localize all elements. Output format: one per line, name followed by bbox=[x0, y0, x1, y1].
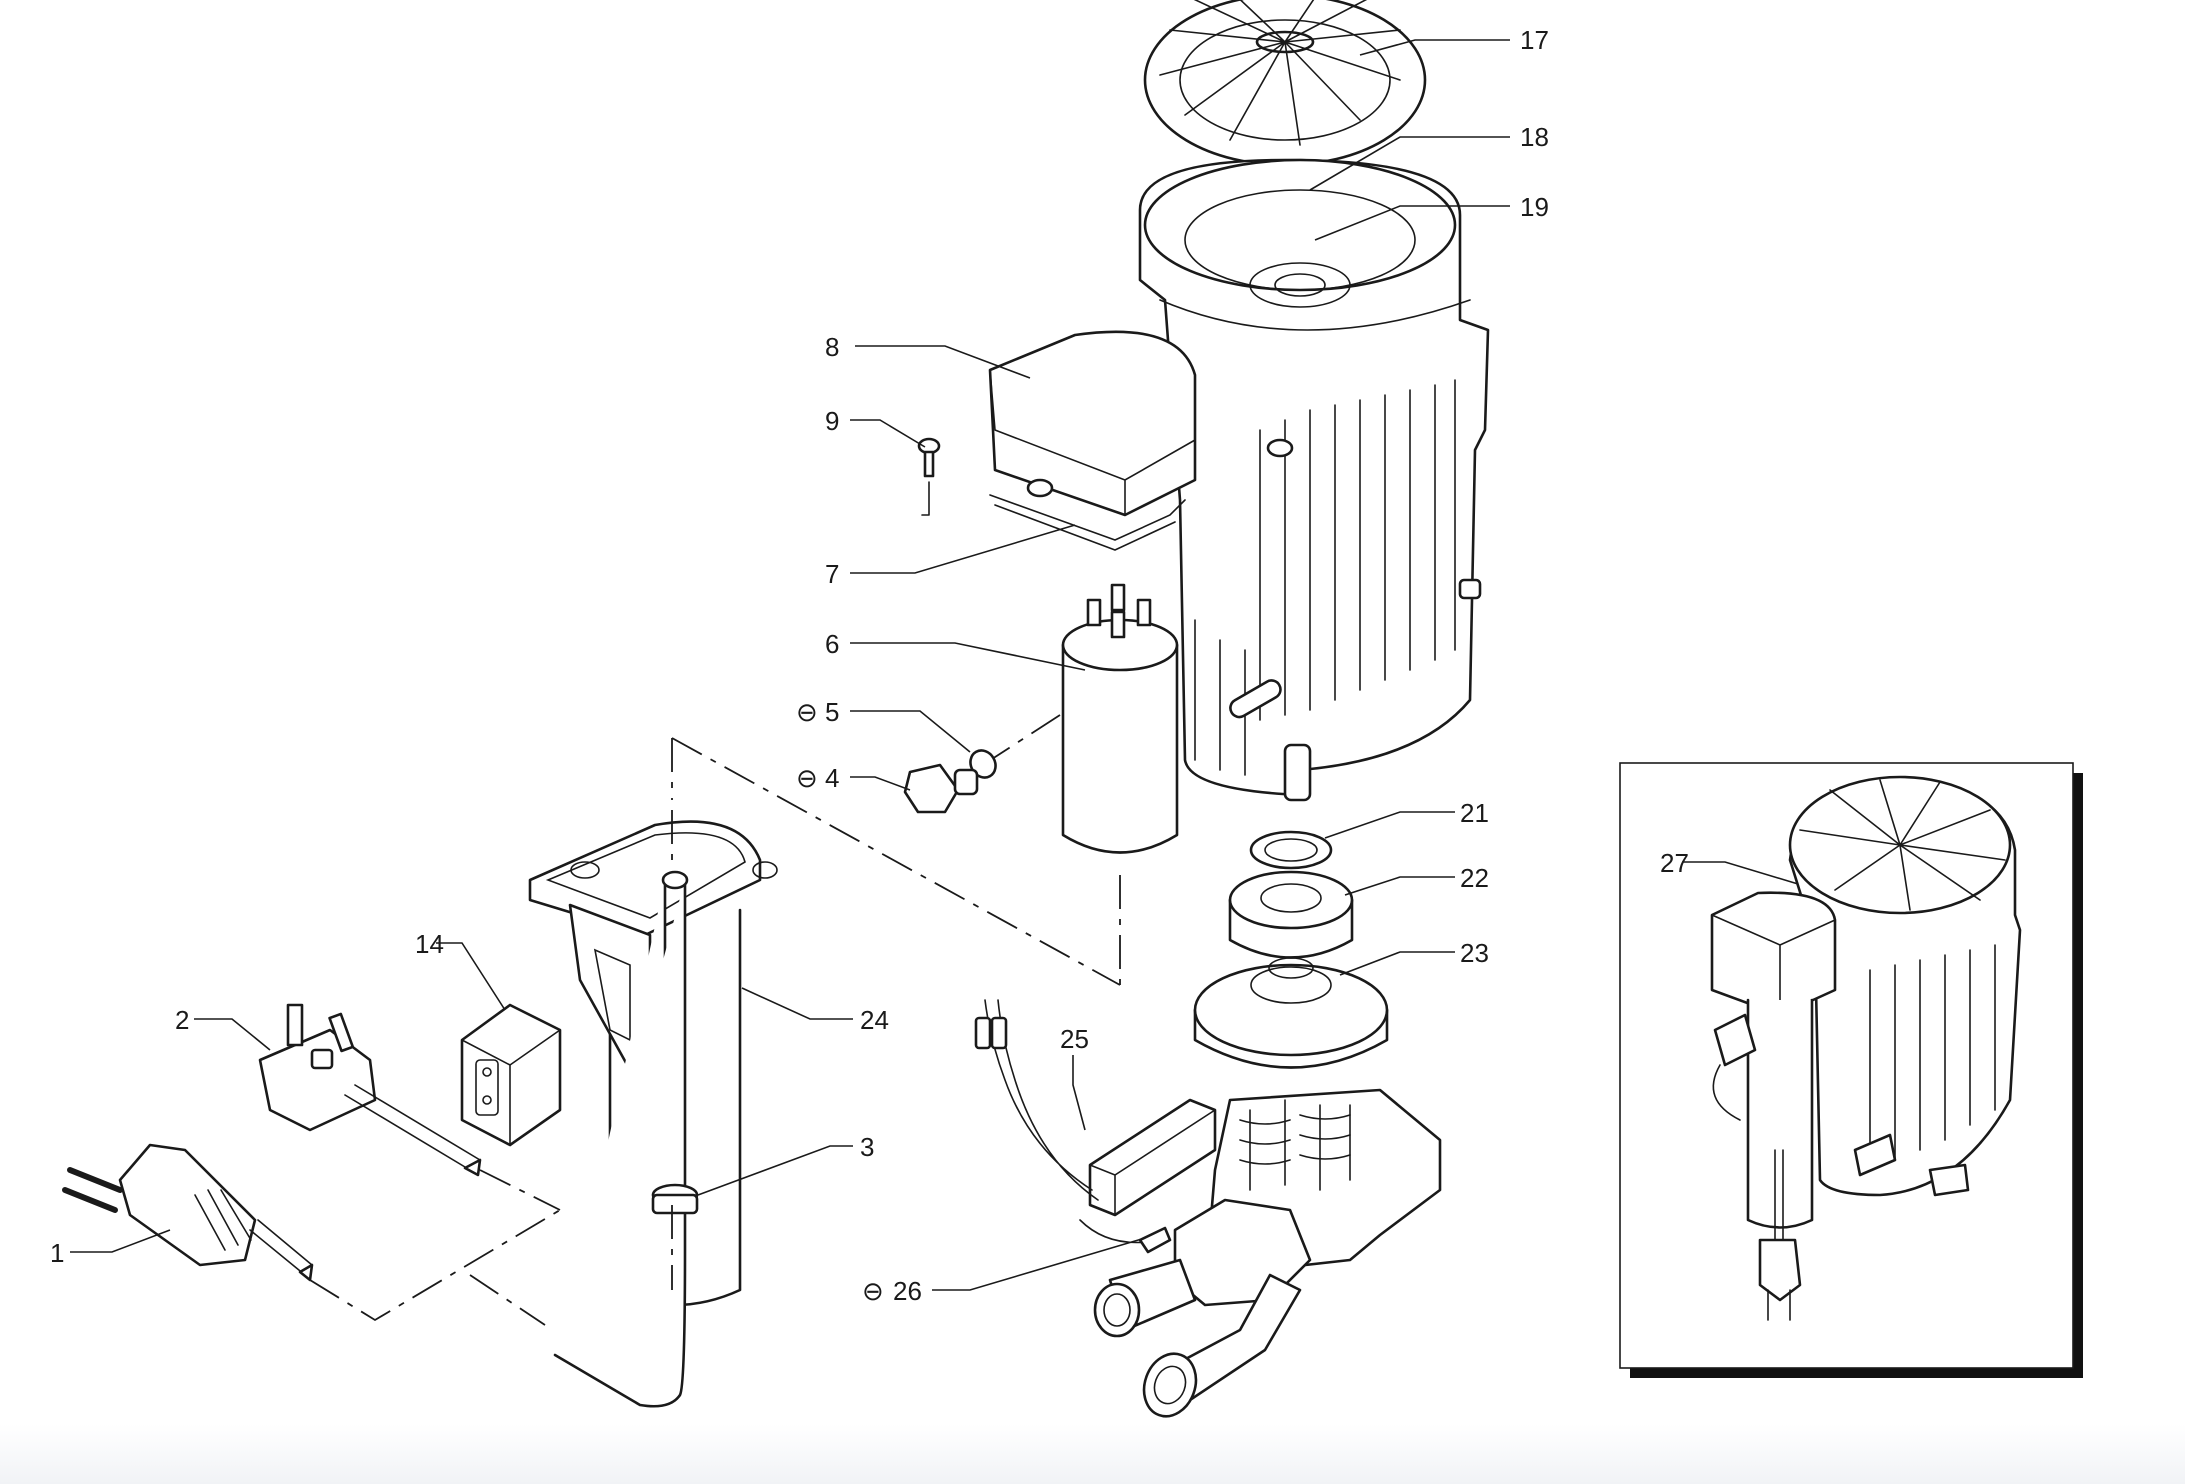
label-24: 24 bbox=[860, 1005, 889, 1035]
pump-bearing-21 bbox=[1249, 830, 1333, 870]
label-18: 18 bbox=[1520, 122, 1549, 152]
label-25: 25 bbox=[1060, 1024, 1089, 1054]
label-2: 2 bbox=[175, 1005, 189, 1035]
terminal-box-screw bbox=[917, 437, 941, 516]
label-6: 6 bbox=[825, 629, 839, 659]
label-23: 23 bbox=[1460, 938, 1489, 968]
pump-flange-23 bbox=[1193, 957, 1389, 1069]
sensor-module bbox=[974, 999, 1217, 1244]
label-3: 3 bbox=[860, 1132, 874, 1162]
terminal-box-cover bbox=[988, 330, 1197, 517]
heater-tube bbox=[528, 810, 778, 1408]
pump-seal-22 bbox=[1228, 870, 1354, 959]
terminal-box-gasket bbox=[989, 494, 1186, 551]
label-5: 5 bbox=[825, 697, 839, 727]
capacitor bbox=[974, 583, 1179, 985]
pump-body bbox=[1093, 1088, 1442, 1418]
label-7: 7 bbox=[825, 559, 839, 589]
retaining-clip bbox=[1138, 1226, 1172, 1254]
motor-housing bbox=[1138, 158, 1490, 802]
label-22: 22 bbox=[1460, 863, 1489, 893]
label-4: 4 bbox=[825, 763, 839, 793]
label-1: 1 bbox=[50, 1238, 64, 1268]
non-reusable-symbol-4: ⊖ bbox=[796, 763, 818, 793]
leader-lines bbox=[70, 39, 1799, 1291]
label-8: 8 bbox=[825, 332, 839, 362]
assembly-lines bbox=[309, 737, 1121, 1326]
power-switch bbox=[460, 1003, 562, 1147]
label-27: 27 bbox=[1660, 848, 1689, 878]
label-26: 26 bbox=[893, 1276, 922, 1306]
uk-plug bbox=[258, 1003, 482, 1177]
label-21: 21 bbox=[1460, 798, 1489, 828]
motor-fan bbox=[1143, 0, 1427, 167]
assembled-view-inset bbox=[1619, 762, 2083, 1378]
label-17: 17 bbox=[1520, 25, 1549, 55]
label-14: 14 bbox=[415, 929, 444, 959]
label-9: 9 bbox=[825, 406, 839, 436]
bottom-fade-strip bbox=[0, 1424, 2185, 1484]
euro-plug bbox=[62, 1143, 314, 1282]
label-19: 19 bbox=[1520, 192, 1549, 222]
non-reusable-symbol-26: ⊖ bbox=[862, 1276, 884, 1306]
part-labels: 17 18 19 8 9 7 6 ⊖ 5 ⊖ 4 21 22 23 14 2 1… bbox=[50, 25, 1689, 1306]
non-reusable-symbol-5: ⊖ bbox=[796, 697, 818, 727]
plug-screw bbox=[903, 763, 979, 814]
